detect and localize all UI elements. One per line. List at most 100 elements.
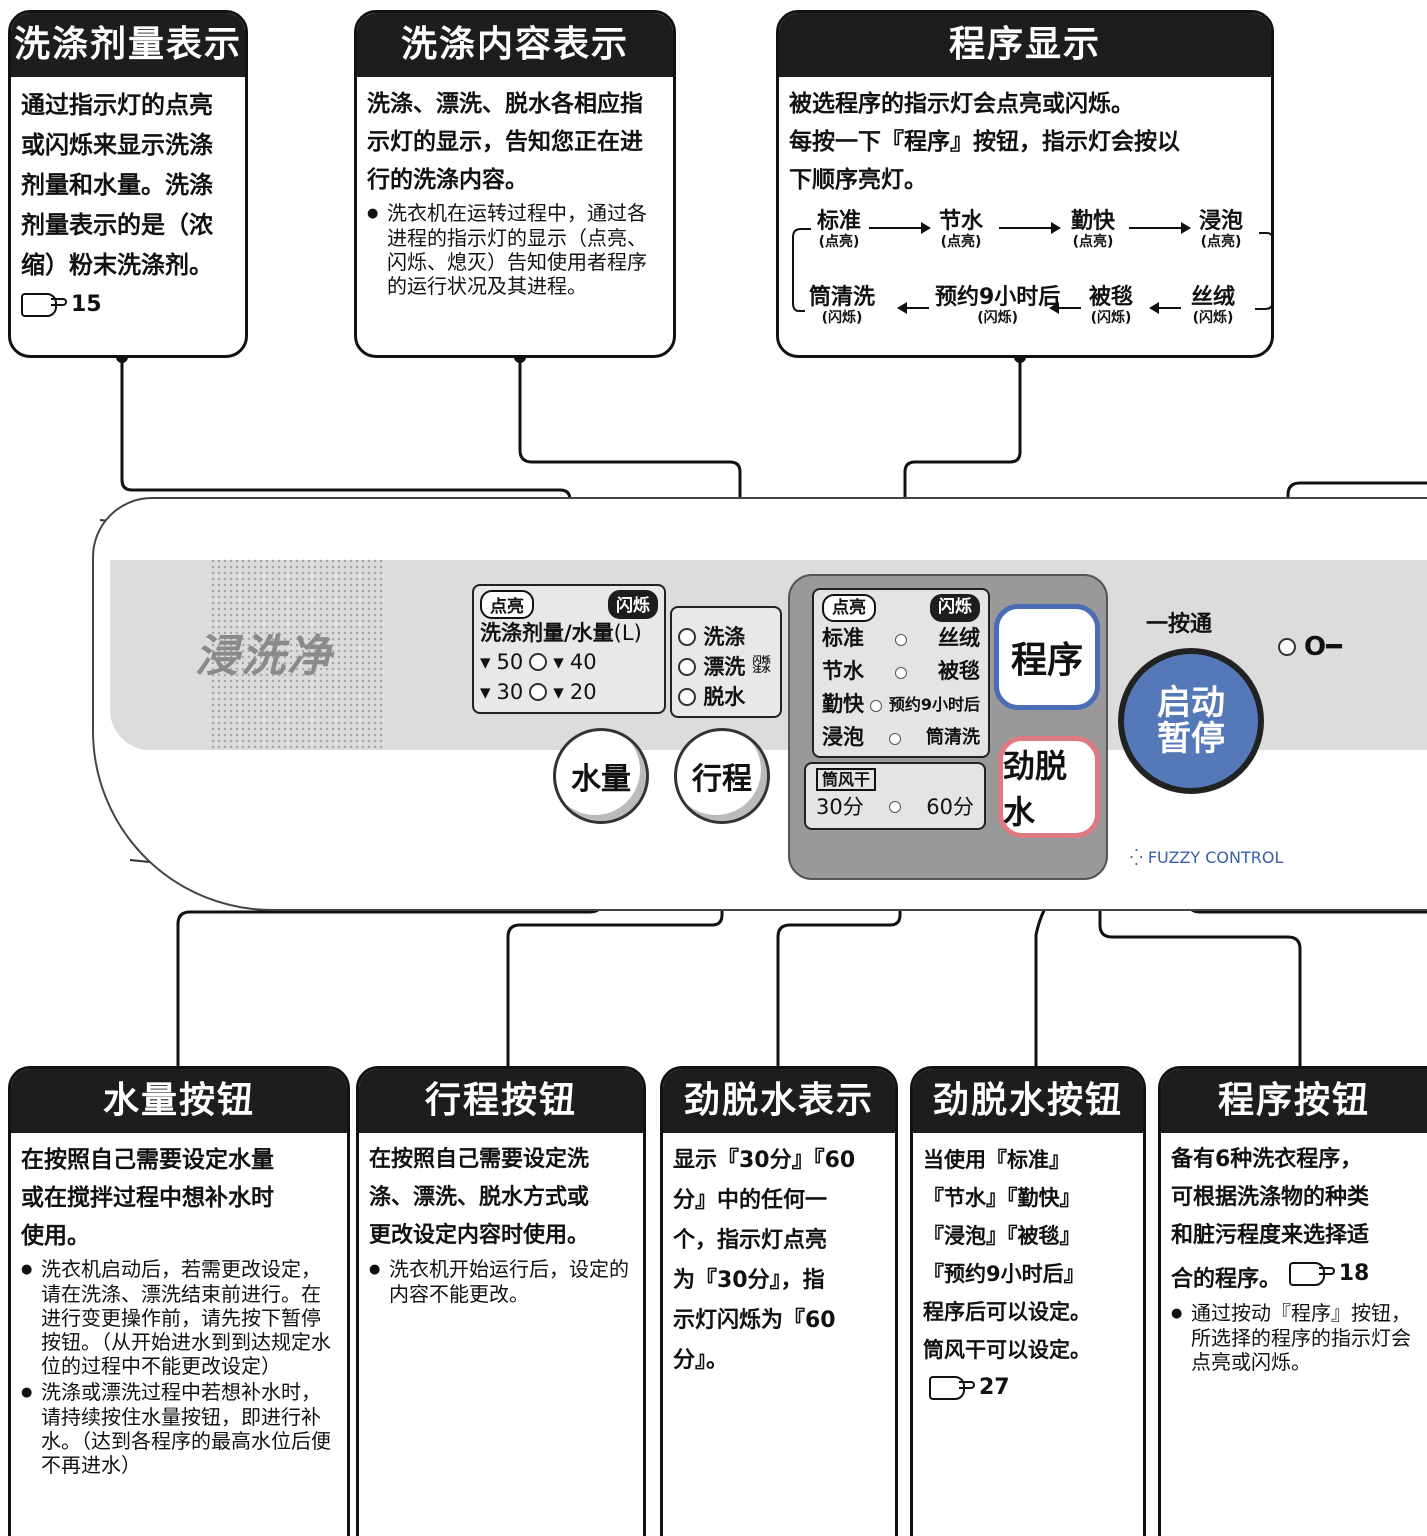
callout-line: 当使用『标准』 [923,1148,1070,1172]
start-label: 启动 [1157,683,1225,723]
callout-line: 通过指示灯的点亮 [21,91,213,119]
key-icon: O━ [1304,632,1342,662]
callout-line: 行的洗涤内容。 [367,167,528,193]
one-touch-label: 一按通 [1146,612,1213,637]
program-label: 节水 [822,659,864,683]
callout-line: 涤、漂洗、脱水方式或 [369,1185,590,1210]
callout-content: 洗涤内容表示 洗涤、漂洗、脱水各相应指 示灯的显示，告知您正在进 行的洗涤内容。… [354,10,676,358]
pause-label: 暂停 [1157,719,1225,759]
callout-line: 分』中的任何一 [673,1188,828,1213]
spin-button[interactable]: 劲脱水 [998,736,1100,838]
callout-program: 程序显示 被选程序的指示灯会点亮或闪烁。 每按一下『程序』按钮，指示灯会按以 下… [776,10,1274,358]
flow-item: 节水(点亮) [939,209,984,251]
indicator-led [895,667,907,679]
callout-line: 在按照自己需要设定洗 [369,1147,590,1172]
indicator-led [895,634,907,646]
callout-program-button: 程序按钮 备有6种洗衣程序， 可根据洗涤物的种类 和脏污程度来选择适 合的程序。… [1158,1066,1427,1536]
detergent-cup-icon: ▾ [553,650,564,674]
indicator-led [678,688,696,706]
blink-label: 闪烁 [930,594,980,622]
program-label: 被毯 [938,659,980,683]
indicator-led [529,653,548,671]
water-level-value: 40 [569,650,597,674]
course-button[interactable]: 行程 [674,728,770,824]
step-badge: 闪烁 注水 [752,656,771,675]
step-indicator: 洗涤 漂洗 闪烁 注水 脱水 [670,606,782,718]
water-level-value: 20 [569,680,597,704]
callout-title: 洗涤剂量表示 [11,13,245,77]
lit-label: 点亮 [822,594,876,622]
program-sequence: 标准(点亮) 节水(点亮) 勤快(点亮) 浸泡(点亮) 筒清洗(闪烁) 预约9小… [789,205,1271,345]
callout-line: 示灯闪烁为『60 [673,1308,836,1333]
callout-line: 缩）粉末洗涤剂。 [21,251,213,279]
fuzzy-control-logo: ⁛ FUZZY CONTROL [1130,848,1284,867]
callout-title: 水量按钮 [11,1069,347,1133]
lit-label: 点亮 [480,590,534,619]
arrow-right-icon [869,222,931,234]
callout-line: 和脏污程度来选择适 [1171,1223,1370,1248]
callout-line: 示灯的显示，告知您正在进 [367,129,643,155]
callout-line: 下顺序亮灯。 [789,167,927,193]
indicator-led [678,628,696,646]
program-label: 勤快 [822,692,864,716]
callout-line: 被选程序的指示灯会点亮或闪烁。 [789,91,1134,117]
callout-title: 程序显示 [779,13,1271,77]
callout-line: 可根据洗涤物的种类 [1171,1185,1370,1210]
callout-title: 洗涤内容表示 [357,13,673,77]
program-label: 丝绒 [938,626,980,650]
detergent-cup-icon: ▾ [553,680,564,704]
callout-line: 在按照自己需要设定水量 [21,1147,274,1173]
program-label: 预约9小时后 [888,695,980,714]
indicator-led [870,700,883,712]
indicator-led [889,733,901,745]
program-label: 筒清洗 [926,727,980,748]
dry-option: 60分 [926,795,974,819]
water-label: 洗涤剂量/水量 [480,621,614,645]
arrow-left-icon [897,302,929,314]
arrow-right-icon [999,222,1061,234]
program-indicator: 点亮 闪烁 标准丝绒 节水被毯 勤快预约9小时后 浸泡筒清洗 [812,588,990,758]
water-level-value: 50 [496,650,524,674]
callout-line: 剂量表示的是（浓 [21,211,213,239]
callout-course-button: 行程按钮 在按照自己需要设定洗 涤、漂洗、脱水方式或 更改设定内容时使用。 洗衣… [356,1066,646,1536]
flow-item: 被毯(闪烁) [1089,285,1134,327]
step-label: 漂洗 [703,655,746,679]
dry-label: 筒风干 [816,768,877,791]
page-reference: 27 [929,1369,1010,1407]
callout-line: 更改设定内容时使用。 [369,1223,590,1248]
callout-title: 劲脱水表示 [663,1069,895,1133]
page-reference: 18 [1288,1255,1369,1293]
callout-line: 分』。 [673,1348,729,1373]
callout-line: 洗涤、漂洗、脱水各相应指 [367,91,643,117]
pointing-hand-icon [929,1376,975,1400]
callout-line: 为『30分』，指 [673,1268,825,1293]
arrow-left-icon [1049,302,1081,314]
indicator-led [678,658,696,676]
water-button[interactable]: 水量 [553,728,649,824]
callout-title: 行程按钮 [359,1069,643,1133]
flow-item: 勤快(点亮) [1071,209,1116,251]
callout-note: 洗衣机启动后，若需更改设定，请在洗涤、漂洗结束前进行。在进行变更操作前，请先按下… [21,1257,337,1378]
dry-option: 30分 [816,795,864,819]
program-button[interactable]: 程序 [994,604,1100,710]
callout-line: 『浸泡』『被毯』 [923,1224,1081,1248]
arrow-left-icon [1149,302,1181,314]
program-label: 浸泡 [822,725,864,749]
indicator-led [1278,638,1296,656]
step-label: 脱水 [703,685,746,709]
panel-dot-pattern [210,558,385,748]
water-level-value: 30 [496,680,524,704]
spin-indicator: 筒风干 30分 60分 [804,762,986,830]
start-pause-button[interactable]: 启动暂停 [1118,648,1264,794]
callout-line: 每按一下『程序』按钮，指示灯会按以 [789,129,1180,155]
callout-line: 显示『30分』『60 [673,1148,856,1173]
callout-line: 筒风干可以设定。 [923,1338,1091,1362]
callout-note: 通过按动『程序』按钮，所选择的程序的指示灯会点亮或闪烁。 [1171,1301,1417,1374]
flow-item: 丝绒(闪烁) [1191,285,1236,327]
callout-line: 程序后可以设定。 [923,1300,1091,1324]
callout-water-button: 水量按钮 在按照自己需要设定水量 或在搅拌过程中想补水时 使用。 洗衣机启动后，… [8,1066,350,1536]
flow-item: 标准(点亮) [817,209,862,251]
detergent-cup-icon: ▾ [480,680,491,704]
water-unit: (L) [613,621,642,645]
step-label: 洗涤 [703,625,746,649]
